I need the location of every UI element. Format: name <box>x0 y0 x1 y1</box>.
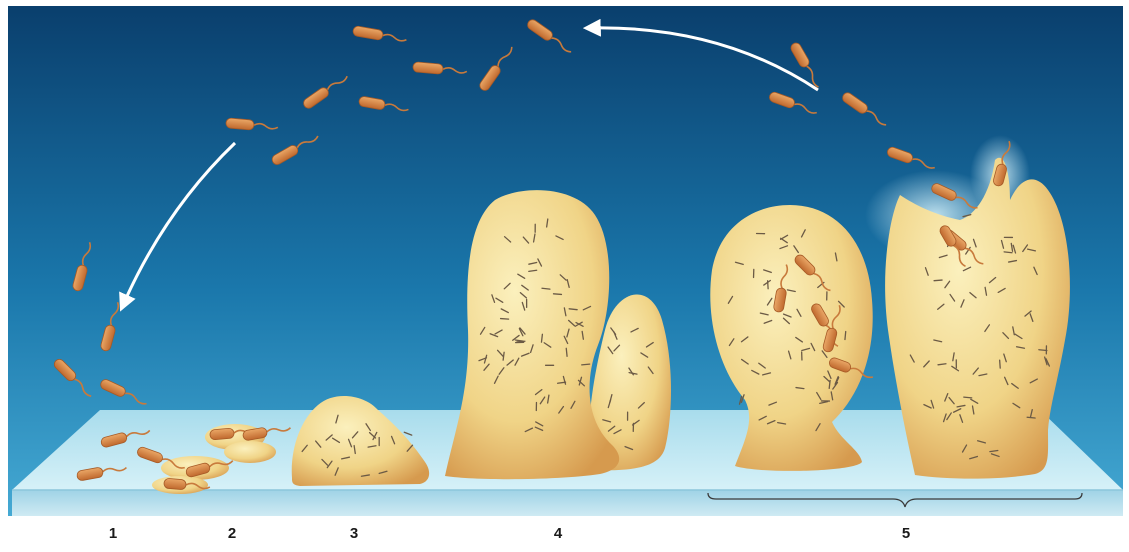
embedded-cell <box>569 309 577 310</box>
embedded-cell <box>1004 252 1012 253</box>
stage-label-4: 4 <box>554 525 563 542</box>
embedded-cell <box>1027 417 1035 418</box>
embedded-cell <box>582 364 590 365</box>
embedded-cell <box>501 319 509 320</box>
embedded-cell <box>553 294 561 295</box>
embedded-cell <box>1000 360 1001 368</box>
embedded-cell <box>517 341 525 342</box>
stage-label-2: 2 <box>228 525 236 542</box>
embedded-cell <box>566 348 567 356</box>
embedded-cell <box>934 280 942 281</box>
embedded-cell <box>964 397 972 398</box>
embedded-cell <box>829 380 830 388</box>
stage-label-5: 5 <box>902 525 910 542</box>
stage-label-3: 3 <box>350 525 358 542</box>
embedded-cell <box>845 332 846 340</box>
embedded-cell <box>541 334 542 342</box>
stage-label-1: 1 <box>109 525 117 542</box>
embedded-cell <box>1039 350 1047 351</box>
